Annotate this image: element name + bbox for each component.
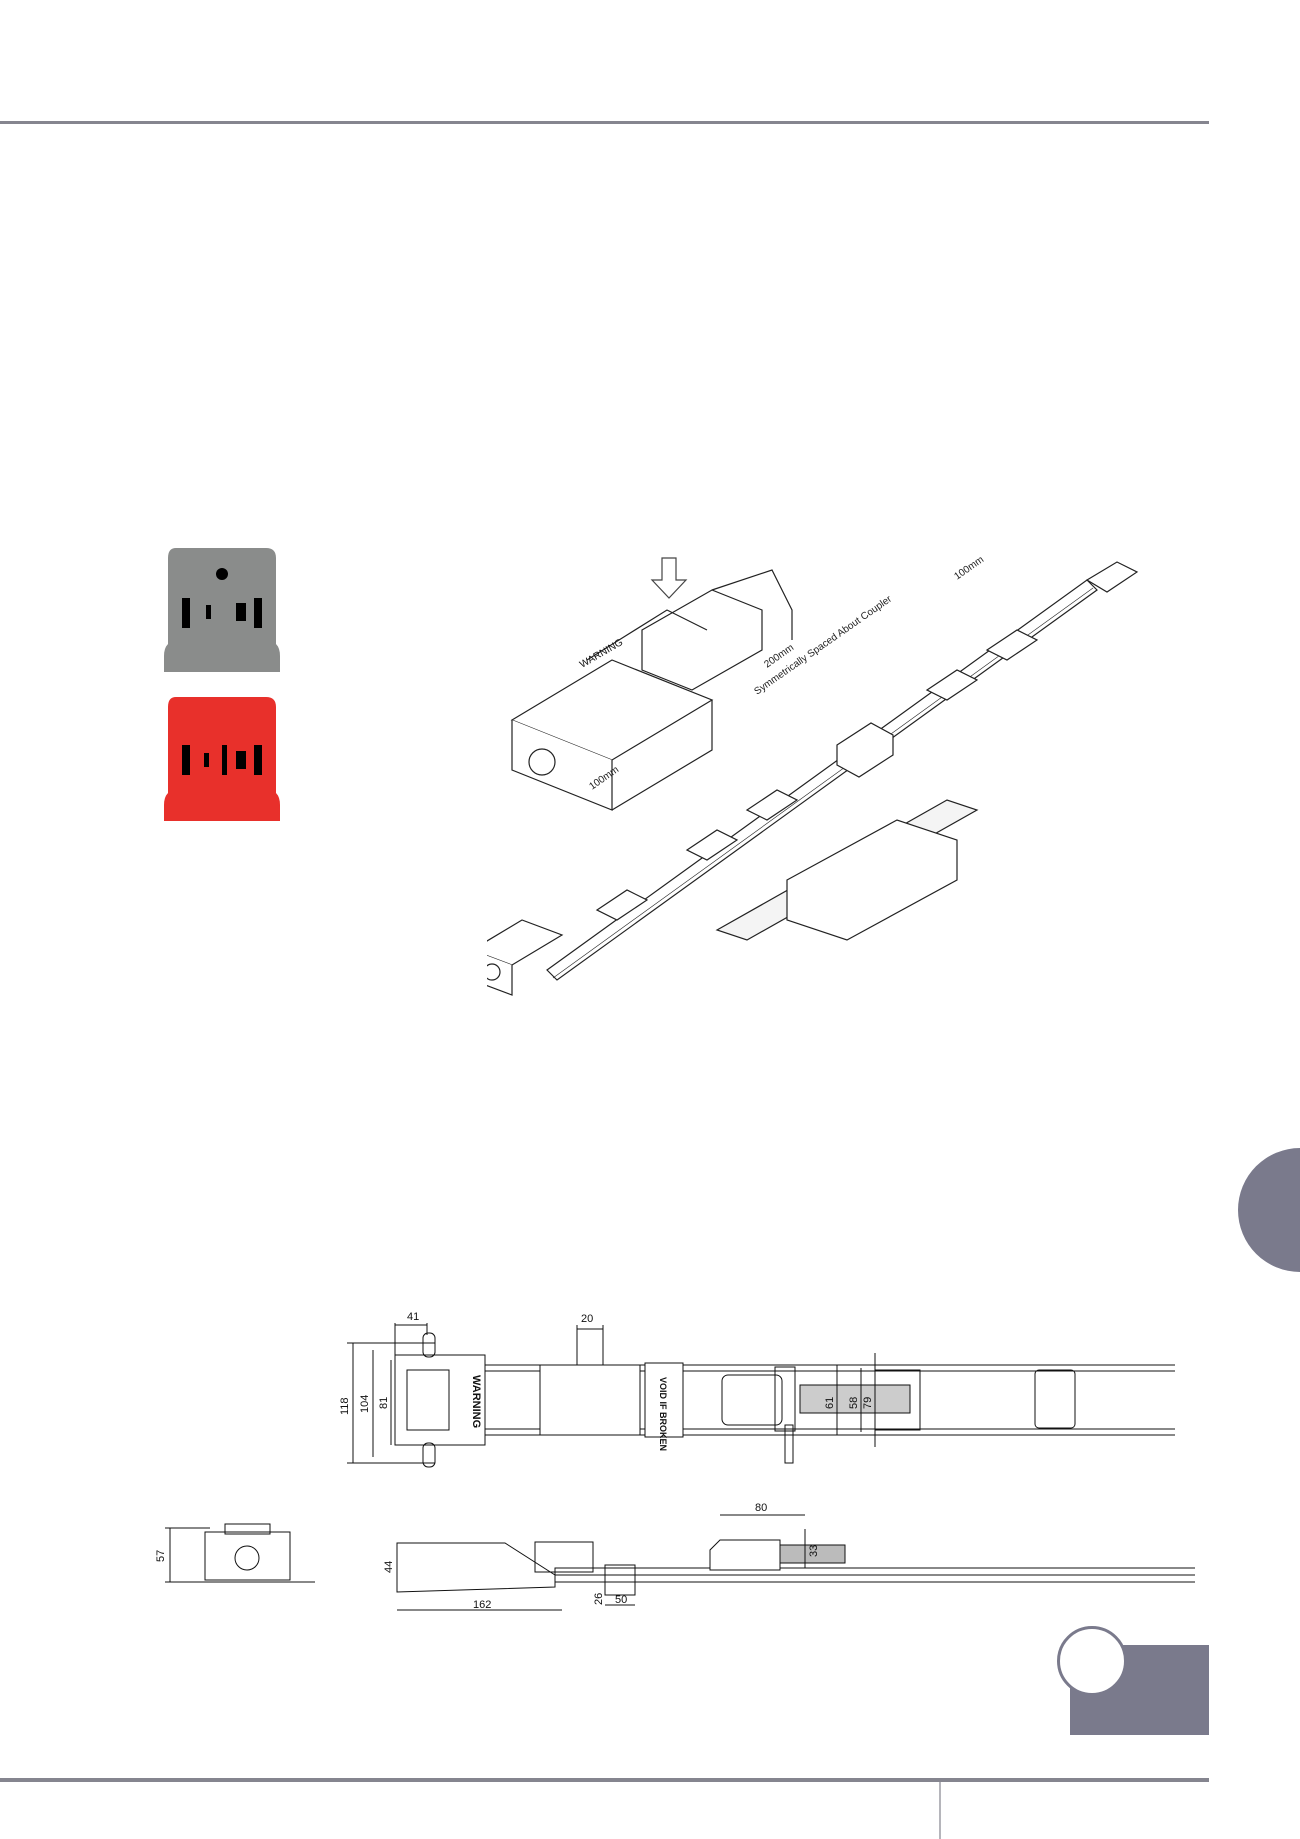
dim-57: 57 [155,1550,167,1562]
dim-44: 44 [383,1561,395,1573]
section-tab [1238,1148,1300,1272]
grey-outlet-image [164,548,280,672]
plan-view-drawing: WARNING VOID IF BROKEN 41 20 118 104 81 … [339,1311,1175,1468]
dim-label: Symmetrically Spaced About Coupler [752,593,894,697]
dim-162: 162 [473,1599,491,1611]
void-label: VOID IF BROKEN [658,1377,668,1451]
header-rule [0,121,1209,124]
dim-20: 20 [581,1313,593,1325]
dim-118: 118 [339,1397,351,1415]
dim-50: 50 [615,1594,627,1606]
busbar-isometric-illustration: WARNING 100mm 200mm Symmetrically Spaced… [487,554,1139,996]
end-view-drawing: 57 [155,1523,315,1583]
dim-26: 26 [593,1593,605,1605]
dim-33: 33 [808,1545,820,1557]
footer-divider [939,1782,941,1839]
page-number-circle [1057,1626,1127,1696]
dim-41: 41 [407,1311,419,1323]
dim-104: 104 [359,1395,371,1413]
dim-58: 58 [848,1397,860,1409]
dim-61: 61 [824,1397,836,1409]
dim-label: 100mm [952,554,986,582]
warning-text: WARNING [470,1375,482,1428]
dim-79: 79 [862,1397,874,1409]
red-outlet-image [164,697,280,821]
footer-rule [0,1778,1209,1782]
dim-81: 81 [378,1397,390,1409]
side-view-drawing: 80 33 44 162 26 50 [383,1502,1195,1611]
dim-80: 80 [755,1502,767,1514]
